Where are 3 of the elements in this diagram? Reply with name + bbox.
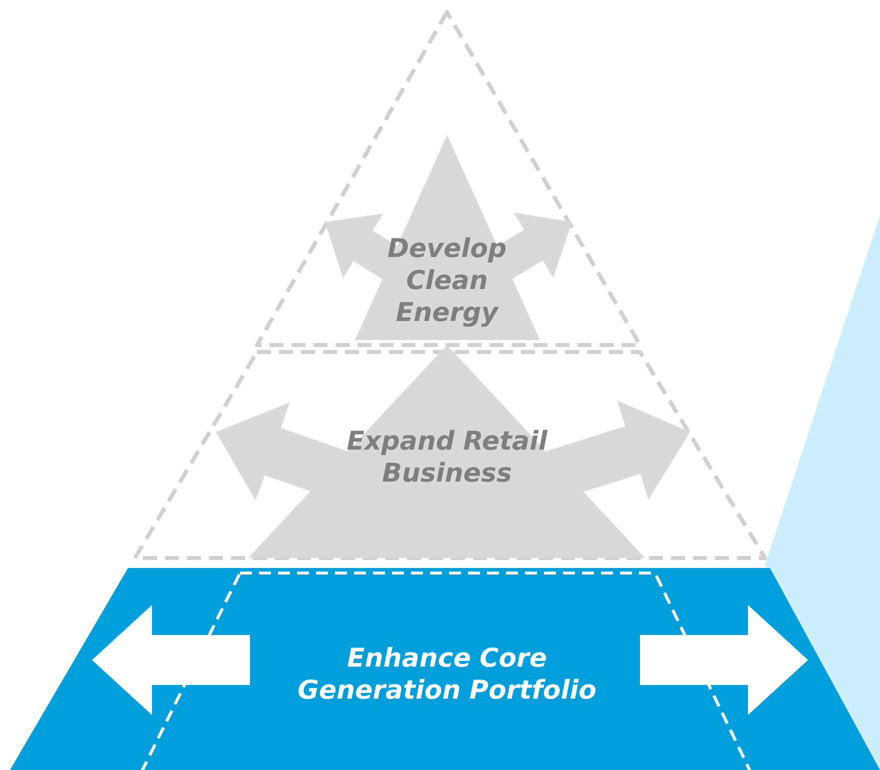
arrow-trapezoid: Enhance Core Generation Portfolio <box>10 568 880 770</box>
arrow-triangle: Develop Clean Energy <box>325 134 572 340</box>
arrow-triangle: Expand Retail Business <box>216 344 690 558</box>
